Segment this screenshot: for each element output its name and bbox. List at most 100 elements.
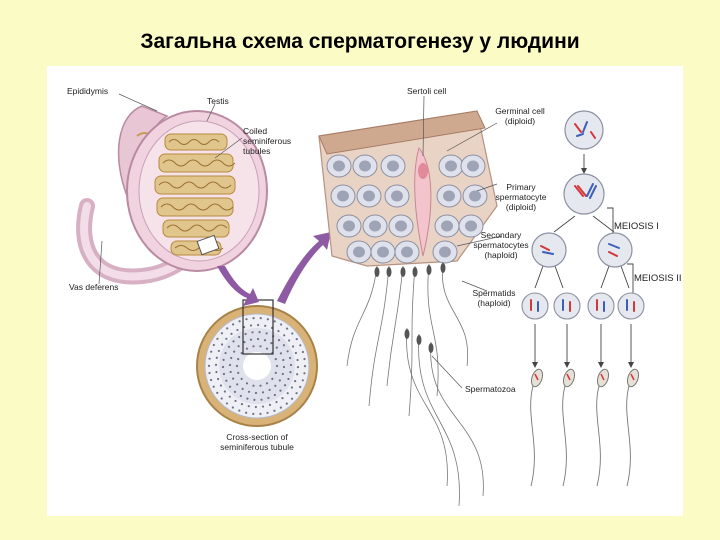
label-coiled-tubules: Coiled seminiferous tubules — [243, 126, 291, 156]
tubule-cell-dot — [296, 366, 300, 369]
tubule-cell-dot — [289, 363, 293, 367]
tubule-cross-section — [196, 299, 318, 427]
tubule-cell-dot — [274, 371, 277, 374]
tubule-cell-dot — [286, 392, 289, 395]
tubule-cell-dot — [237, 358, 240, 361]
tubule-cell-dot — [274, 358, 277, 361]
tubule-cell-dot — [208, 357, 211, 360]
tubule-cell-dot — [279, 406, 282, 409]
tubule-cell-dot — [215, 370, 218, 374]
tubule-cell-dot — [253, 398, 256, 402]
tubule-cell-dot — [225, 337, 228, 340]
cell-nucleus — [337, 190, 349, 202]
tubule-cell-dot — [265, 332, 268, 335]
tubule-cell-dot — [239, 394, 242, 398]
tubule-cell-dot — [237, 345, 240, 348]
tubule-cell-dot — [277, 329, 280, 333]
tubule-cell-dot — [247, 405, 250, 408]
tubule-cell-dot — [228, 395, 231, 398]
tubule-cell-dot — [228, 363, 232, 367]
spermatogenesis-illustration — [76, 93, 645, 507]
label-cross-line1: Cross-section of — [226, 432, 288, 442]
tubule-cell-dot — [266, 318, 269, 321]
tubule-cell-dot — [245, 411, 248, 414]
tubule-cell-dot — [261, 405, 265, 408]
cell-nucleus — [343, 220, 355, 232]
cell-nucleus — [391, 190, 403, 202]
label-primary-line1: Primary — [506, 182, 536, 192]
tubule-cell-dot — [291, 345, 295, 348]
label-spermatids-line1: Spermatids — [472, 288, 516, 298]
tubule-cell-dot — [263, 339, 267, 342]
label-spermatozoa: Spermatozoa — [465, 384, 516, 394]
label-meiosis-2: MEIOSIS II — [634, 273, 682, 284]
tubule-cell-dot — [254, 391, 258, 395]
label-germinal-line1: Germinal cell — [495, 106, 545, 116]
tubule-cell-dot — [241, 387, 244, 390]
tubule-cell-dot — [273, 320, 276, 323]
tubule-cell-dot — [222, 358, 225, 361]
tubule-cell-dot — [254, 405, 257, 409]
tubule-cell-dot — [227, 345, 231, 348]
label-meiosis-1: MEIOSIS I — [614, 221, 659, 232]
spermatozoon-tail — [626, 385, 631, 487]
tubule-cell-dot — [259, 345, 262, 348]
tubule-cell-dot — [245, 382, 249, 385]
spermatozoon-tail — [596, 385, 601, 487]
tubule-cell-dot — [274, 384, 277, 387]
label-germinal-line2: (diploid) — [504, 116, 536, 126]
sperm-tail — [368, 265, 390, 407]
tubule-cell-dot — [303, 372, 306, 375]
tubule-cell-dot — [273, 393, 276, 397]
tubule-cell-dot — [278, 379, 281, 382]
tubule-cell-dot — [252, 317, 255, 320]
tubule-cell-dot — [268, 388, 271, 391]
cell-nucleus — [363, 190, 375, 202]
tubule-cell-dot — [240, 377, 243, 380]
spermatozoon-chromosome — [630, 373, 635, 381]
tubule-cell-dot — [261, 391, 265, 394]
spermatozoon-tail — [530, 385, 535, 487]
label-spermatids-line2: (haploid) — [477, 298, 511, 308]
tubule-cell-dot — [282, 358, 285, 362]
spermatozoon-tail — [562, 385, 567, 487]
sperm-head — [400, 267, 406, 277]
tubule-cell-dot — [210, 350, 213, 353]
tubule-cell-dot — [270, 342, 273, 345]
tubule-cell-dot — [294, 351, 297, 355]
tubule-cell-dot — [252, 345, 255, 348]
tubule-cell-dot — [288, 339, 291, 342]
tubule-cell-dot — [225, 402, 229, 405]
tubule-cell-dot — [291, 332, 294, 335]
cell-nucleus — [359, 160, 371, 172]
tubule-cell-dot — [260, 398, 263, 401]
tubule-cell-dot — [245, 318, 248, 321]
tubule-cell-dot — [296, 373, 299, 376]
label-secondary-line1: Secondary — [480, 230, 522, 240]
tubule-cell-dot — [285, 327, 289, 330]
tubule-cell-dot — [265, 347, 269, 350]
sperm-tail — [441, 261, 469, 367]
tubule-cell-dot — [283, 384, 287, 387]
tubule-cell-dot — [207, 364, 211, 367]
tubule-cell-dot — [277, 338, 281, 342]
cell-nucleus — [369, 220, 381, 232]
epithelium-block — [318, 110, 498, 267]
diagram-panel: Epididymis Testis Coiled seminiferous tu… — [47, 66, 683, 516]
sperm-head — [416, 335, 422, 345]
tubule-cell-dot — [236, 328, 239, 332]
tubule-cell-dot — [258, 330, 261, 334]
tubule-cell-dot — [281, 397, 284, 400]
label-sertoli-cell: Sertoli cell — [407, 86, 447, 96]
tubule-cell-dot — [287, 377, 290, 381]
tubule-cell-dot — [279, 389, 282, 392]
tubule-cell-dot — [236, 383, 239, 386]
tubule-cell-dot — [252, 384, 255, 387]
tubule-cell-dot — [259, 317, 262, 320]
tubule-cell-dot — [246, 397, 249, 400]
tubule-cell-dot — [273, 409, 276, 412]
tubule-cell-dot — [245, 347, 249, 350]
zoom-arrows — [217, 232, 331, 306]
tubule-cell-dot — [286, 350, 289, 353]
tubule-cell-dot — [303, 365, 307, 368]
